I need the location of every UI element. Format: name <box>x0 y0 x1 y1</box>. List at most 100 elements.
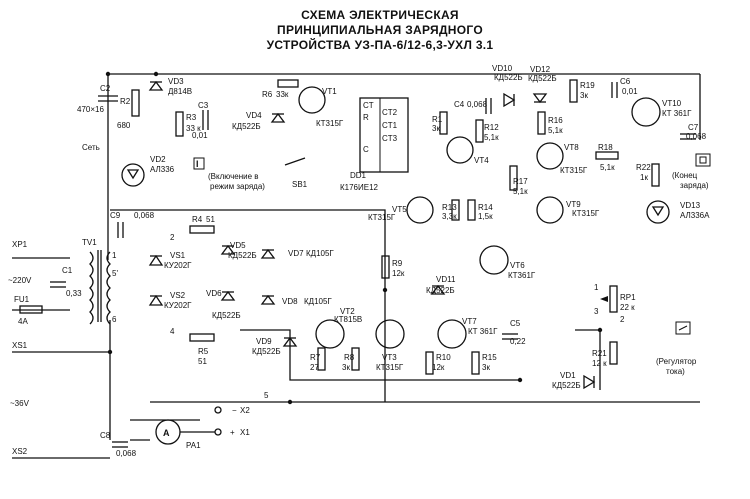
pin-label-6: 6 <box>112 315 117 324</box>
r8-value: 3к <box>342 363 350 372</box>
c9-label: C9 <box>110 211 121 220</box>
vd7-label: VD7 <box>288 249 304 258</box>
resistor-r18: R18 5,1к <box>595 143 619 172</box>
vt3-type: КТ315Г <box>376 363 404 372</box>
x1-plus: + <box>230 428 235 437</box>
capacitor-c7: C7 0,068 <box>680 123 707 141</box>
pin-ct2: CT2 <box>382 108 398 117</box>
chip-dd1: CT R C CT2 CT1 CT3 DD1 К176ИЕ12 <box>340 97 409 192</box>
c8-value: 0,068 <box>116 449 137 458</box>
r22-value: 1к <box>640 173 648 182</box>
junctions <box>105 71 603 405</box>
vt7-type: КТ 361Г <box>468 327 498 336</box>
vt8-type: КТ315Г <box>560 166 588 175</box>
resistor-r14: R14 1,5к <box>467 199 493 221</box>
c8-label: C8 <box>100 431 111 440</box>
pin-label-rp1-2: 2 <box>620 315 625 324</box>
pin-ct3: CT3 <box>382 134 398 143</box>
vd3-value: Д814В <box>168 87 192 96</box>
dd1-type: К176ИЕ12 <box>340 183 379 192</box>
pin-label-5b: 5 <box>264 391 269 400</box>
resistor-r19: R19 3к <box>569 79 595 103</box>
c5-value: 0,22 <box>510 337 526 346</box>
c6-value: 0,01 <box>622 87 638 96</box>
vd1-label: VD1 <box>560 371 576 380</box>
charge-mode-line2: режим заряда) <box>210 182 265 191</box>
r14-value: 1,5к <box>478 212 493 221</box>
vd3-label: VD3 <box>168 77 184 86</box>
r19-value: 3к <box>580 91 588 100</box>
r21-value: 12 к <box>592 359 607 368</box>
vt1-label: VT1 <box>322 87 337 96</box>
dd1-label: DD1 <box>350 171 367 180</box>
diode-vd1: VD1 КД522Б <box>552 371 596 390</box>
c9-value: 0,068 <box>134 211 155 220</box>
xs2-label: XS2 <box>12 447 28 456</box>
c4-label: C4 <box>454 100 465 109</box>
charge-mode-line1: (Включение в <box>208 172 259 181</box>
vs2-label: VS2 <box>170 291 186 300</box>
pin-label-4: 4 <box>170 327 175 336</box>
transistor-vt1: VT1 КТ315Г <box>298 86 344 128</box>
r10-label: R10 <box>436 353 451 362</box>
x2-minus: − <box>232 406 237 415</box>
r18-label: R18 <box>598 143 613 152</box>
end-charge-line1: (Конец <box>672 171 698 180</box>
title-line-3: УСТРОЙСТВА УЗ-ПА-6/12-6,3-УХЛ 3.1 <box>266 38 494 52</box>
vt6-type: КТ361Г <box>508 271 536 280</box>
vd13-label: VD13 <box>680 201 701 210</box>
pin-ct1: CT1 <box>382 121 398 130</box>
capacitor-c1: C1 0,33 <box>50 266 82 298</box>
r2-value: 680 <box>117 121 131 130</box>
vs2-type: КУ202Г <box>164 301 192 310</box>
vd5-label: VD5 <box>230 241 246 250</box>
ctrl-wire <box>110 209 386 290</box>
diode-vd5: VD5 КД522Б <box>220 241 257 260</box>
transistor-vt7: VT7 КТ 361Г <box>437 317 498 349</box>
potentiometer-rp1: RP1 22 к <box>600 285 636 313</box>
capacitor-c2: C2 470×16 <box>77 84 118 114</box>
charge-mode-note: I (Включение в режим заряда) <box>193 157 265 191</box>
vd8-label: VD8 <box>282 297 298 306</box>
input-terminals: XP1 ~220V FU1 4А <box>8 240 70 326</box>
xs1-label: XS1 <box>12 341 28 350</box>
transistor-vt3: VT3 КТ315Г <box>375 319 405 372</box>
resistor-r9: R9 12к <box>381 255 405 279</box>
vd9-value: КД522Б <box>252 347 281 356</box>
capacitor-c5: C5 0,22 <box>502 319 526 346</box>
ammeter-pa1: A PA1 <box>155 419 215 450</box>
vt7-label: VT7 <box>462 317 477 326</box>
resistor-r21: R21 12 к <box>592 341 618 368</box>
resistor-r8: R8 3к <box>342 347 360 372</box>
c5-label: C5 <box>510 319 521 328</box>
fu1-label: FU1 <box>14 295 30 304</box>
resistor-r12: R12 5,1к <box>475 119 499 143</box>
r1-value: 3к <box>432 124 440 133</box>
c7-value: 0,068 <box>686 132 707 141</box>
r3-label: R3 <box>186 113 197 122</box>
transistor-vt10: VT10 КТ 361Г <box>631 97 692 127</box>
r4-value: 51 <box>206 215 215 224</box>
transformer-tv1: TV1 <box>82 238 111 325</box>
ammeter-letter: A <box>163 428 170 438</box>
diode-vd11: VD11 КД522Б <box>426 275 456 295</box>
set-note: Сеть <box>82 143 100 152</box>
transistor-vt9: VT9 КТ315Г <box>536 196 600 224</box>
vd10-label: VD10 <box>492 64 513 73</box>
c2-label: C2 <box>100 84 111 93</box>
pin-label-rp1-3: 3 <box>594 307 599 316</box>
vt4-label: VT4 <box>474 156 489 165</box>
pin-numbers: 1 5' 6 2 4 5 1 3 2 <box>112 233 625 400</box>
vt2-type: КТ815В <box>334 315 362 324</box>
resistor-r7: R7 27 <box>310 347 326 372</box>
vd4-label: VD4 <box>246 111 262 120</box>
r14-label: R14 <box>478 203 493 212</box>
zener-vd3: VD3 Д814В <box>148 77 192 96</box>
end-charge-line2: заряда) <box>680 181 709 190</box>
r4-label: R4 <box>192 215 203 224</box>
diode-vd6: VD6 КД522Б <box>206 289 241 320</box>
tv1-label: TV1 <box>82 238 97 247</box>
current-reg-note: (Регулятор тока) <box>656 321 697 376</box>
xp1-label: XP1 <box>12 240 28 249</box>
v36-label: ~36V <box>10 399 30 408</box>
